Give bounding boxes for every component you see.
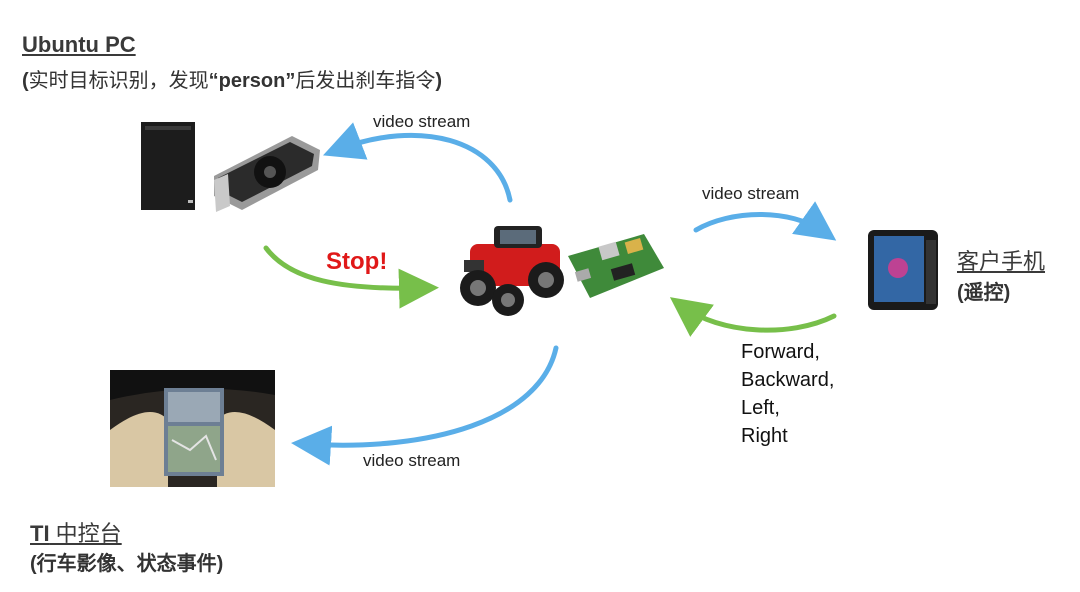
raspberry-pi-board-icon <box>568 234 664 298</box>
phone-description: (遥控) <box>957 282 1011 304</box>
console-description: (行车影像、状态事件) <box>30 553 224 575</box>
dashboard-console-icon <box>110 370 275 487</box>
arrow-car-to-phone <box>693 201 837 241</box>
smartphone-icon <box>868 230 938 310</box>
pc-desc-part-c: 后发出刹车指令 <box>295 70 436 92</box>
command-forward: Forward, <box>741 341 820 363</box>
pc-desc-part-b: “person” <box>208 70 296 92</box>
arrow-phone-to-car <box>669 297 837 337</box>
phone-title: 客户手机 <box>957 249 1046 274</box>
console-title: TI 中控台 <box>30 516 122 548</box>
edge-label-car-to-pc: video stream <box>373 112 471 131</box>
command-left: Left, <box>741 397 780 419</box>
pc-desc-paren-open: ( <box>22 70 29 92</box>
pc-desc-part-a: 实时目标识别，发现 <box>28 70 209 92</box>
arrow-car-to-console <box>291 345 559 466</box>
pc-title: Ubuntu PC <box>22 32 136 57</box>
edge-label-car-to-console: video stream <box>363 451 461 470</box>
rc-car-icon <box>460 226 564 316</box>
edge-label-stop: Stop! <box>326 248 388 275</box>
command-right: Right <box>741 425 788 447</box>
pc-description: (实时目标识别，发现“person”后发出刹车指令) <box>22 64 442 93</box>
arrow-car-to-pc <box>323 122 513 203</box>
pc-desc-paren-close: ) <box>435 70 443 92</box>
edge-label-phone-commands: Forward, Backward, Left, Right <box>741 338 834 450</box>
gpu-card-icon <box>214 136 320 212</box>
console-title-ti: TI <box>30 521 50 546</box>
pc-tower-icon <box>141 122 195 210</box>
arrow-pc-to-car <box>263 245 439 309</box>
console-title-rest: 中控台 <box>49 521 122 546</box>
edge-label-car-to-phone: video stream <box>702 184 800 203</box>
command-backward: Backward, <box>741 369 835 391</box>
